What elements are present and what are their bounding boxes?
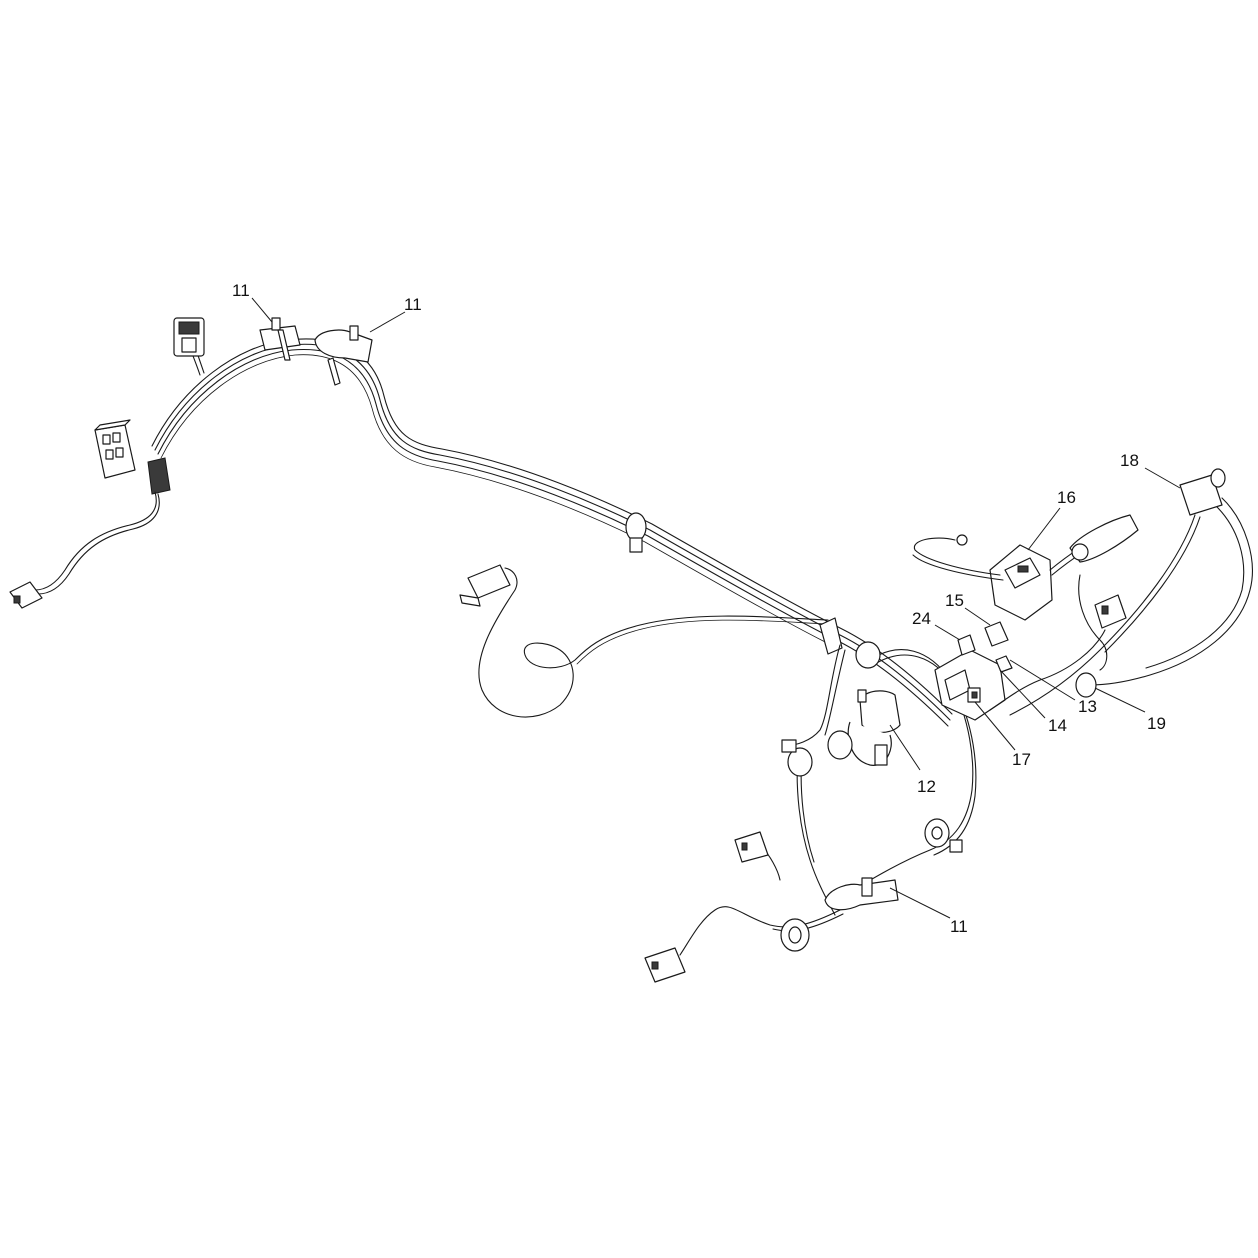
callout-11c: 11 (950, 917, 968, 936)
leader-13 (1009, 659, 1076, 701)
leader-11a (251, 297, 273, 323)
right-side-connector (989, 574, 1127, 711)
top-clip-left (259, 317, 301, 361)
callout-12: 12 (917, 777, 936, 796)
top-left-connector (173, 317, 205, 376)
callout-16: 16 (1057, 488, 1076, 507)
leader-18 (1144, 467, 1181, 489)
relay-cluster (934, 621, 1013, 721)
top-clip-right (314, 325, 373, 386)
callout-19: 19 (1147, 714, 1166, 733)
leader-19 (1094, 687, 1146, 713)
leader-24 (934, 624, 961, 641)
callout-17: 17 (1012, 750, 1031, 769)
callout-labels: 11 11 11 12 13 14 15 16 17 18 19 24 (232, 281, 1166, 936)
grommet-bottom (780, 918, 810, 952)
sensor-assembly (827, 689, 901, 766)
leader-12 (889, 724, 921, 771)
callout-11b: 11 (404, 295, 422, 314)
leader-11c (889, 887, 951, 919)
grommet-left (781, 739, 813, 777)
callout-14: 14 (1048, 716, 1067, 735)
grommet-right (924, 818, 963, 853)
lower-left-branch (9, 491, 160, 609)
right-boot-cable (1009, 468, 1253, 716)
callout-15: 15 (945, 591, 964, 610)
fuse-holder (989, 544, 1053, 621)
callout-leaders (251, 297, 1181, 919)
junction-clip (819, 617, 843, 655)
loop-branch (459, 564, 829, 718)
left-fuse-block (94, 419, 171, 495)
leader-14 (999, 669, 1046, 719)
upper-right-cable (912, 514, 1139, 581)
leader-15 (964, 607, 991, 626)
mid-trunk-clip (625, 512, 647, 553)
bottom-inline-clip (824, 877, 899, 911)
callout-24: 24 (912, 609, 931, 628)
callout-11a: 11 (232, 281, 250, 300)
leader-17 (974, 701, 1016, 751)
callout-13: 13 (1078, 697, 1097, 716)
leader-16 (1027, 507, 1061, 551)
callout-18: 18 (1120, 451, 1139, 470)
bottom-connector (644, 947, 686, 983)
leader-11b (369, 311, 406, 333)
lower-small-connector (734, 831, 769, 863)
grommet-junction (855, 641, 881, 669)
